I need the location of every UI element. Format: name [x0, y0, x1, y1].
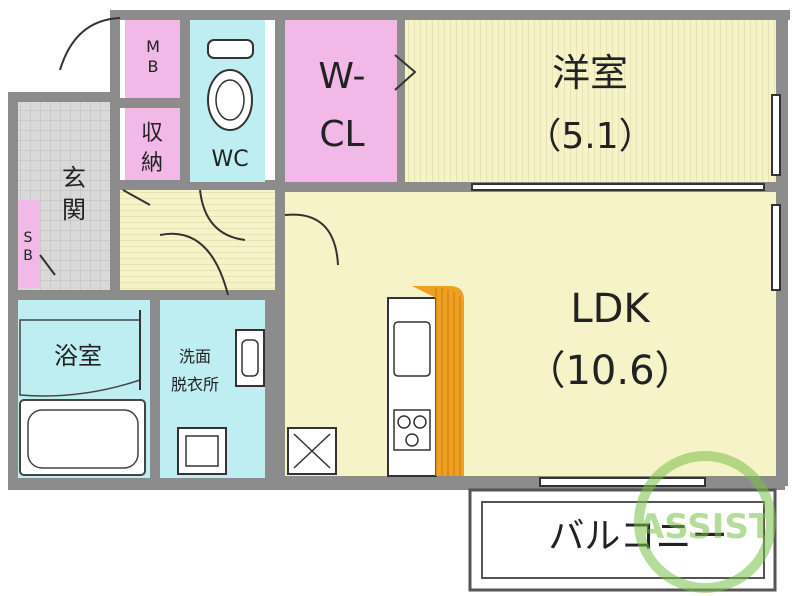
washing-machine-icon: [177, 427, 227, 475]
washroom-label-1: 洗面: [179, 347, 211, 366]
walk-in-closet-label-1: W-: [318, 56, 365, 97]
storage-label-2: 納: [141, 151, 163, 176]
wc-label: WC: [211, 147, 248, 172]
mb-label-2: B: [148, 57, 159, 76]
hallway: [120, 190, 275, 290]
walk-in-closet-label-2: CL: [319, 114, 364, 155]
refrigerator-icon: [287, 427, 337, 475]
sb-label-2: B: [23, 248, 33, 264]
balcony-rail: [481, 501, 765, 579]
washroom-label-2: 脱衣所: [171, 375, 219, 394]
storage-closet: [125, 108, 180, 180]
entrance-label-2: 関: [62, 196, 86, 224]
western-room-size: （5.1）: [525, 116, 654, 157]
western-room-label: 洋室: [552, 51, 628, 95]
kitchen-counter: [387, 286, 464, 477]
bath-label: 浴室: [54, 342, 102, 370]
ldk-size: （10.6）: [525, 348, 694, 394]
windows: [471, 94, 781, 487]
doors: [39, 17, 417, 390]
western-room: [405, 20, 776, 182]
entrance-label-1: 玄: [62, 164, 86, 192]
storage-label-1: 収: [141, 121, 163, 146]
assist-watermark: ASSIST: [634, 451, 776, 593]
shoe-box: [18, 200, 40, 288]
walk-in-closet: [285, 20, 397, 182]
ldk-room: [285, 192, 776, 476]
sb-label-1: S: [24, 230, 33, 246]
ldk-label: LDK: [570, 286, 651, 332]
wash-basin-icon: [235, 329, 265, 387]
mb-closet: [125, 20, 180, 98]
mb-label-1: M: [146, 37, 160, 56]
bathtub: [19, 399, 146, 476]
watermark-text: ASSIST: [638, 507, 773, 547]
toilet-icon: [207, 39, 254, 131]
